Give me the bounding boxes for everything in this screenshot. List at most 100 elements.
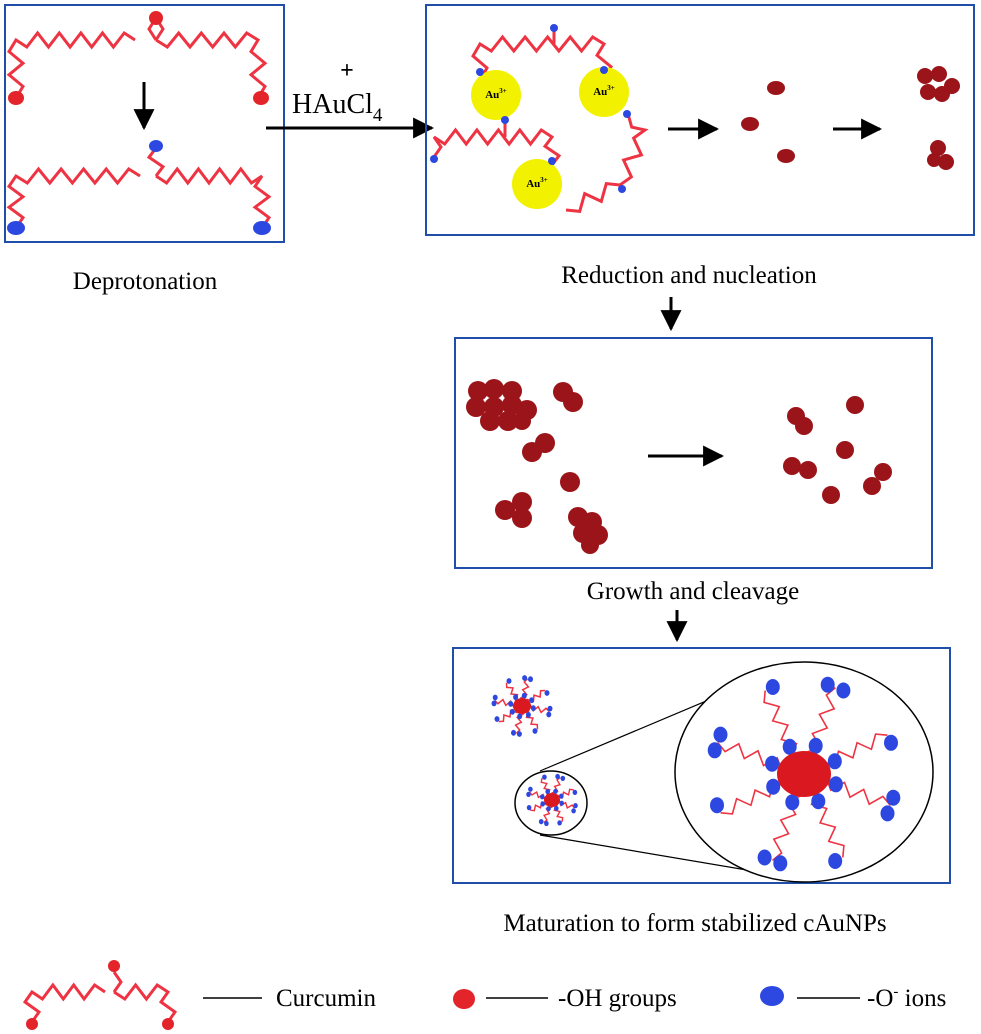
gold-nanoparticle [822,486,840,504]
o-ion-dot [554,805,559,812]
gold-nucleus [931,66,947,82]
o-ion-dot [501,116,509,124]
o-ion-dot [508,701,514,707]
gold-nanoparticle [863,477,881,495]
gold-nanoparticle [468,381,488,401]
o-ion-dot [600,66,608,74]
gold-nanoparticle [581,536,599,554]
o-ion-dot [532,728,538,734]
gold-nanoparticle [498,411,518,431]
oh-group-dot [8,91,24,105]
gold-ion-label: Au3+ [526,176,548,190]
o-ion-dot [573,803,578,809]
gold-nucleus [934,86,950,102]
curcumin-molecule-protonated [6,11,269,105]
o-ion-dot [528,786,533,792]
o-ion-dot [544,690,550,696]
gold-nanoparticle [836,441,854,459]
o-ion-dot [149,140,163,152]
gold-nucleus [938,154,954,170]
o-ion-dot [572,789,578,796]
o-ion-dot [526,791,531,798]
o-ion-dot [253,221,271,235]
o-ion-dot [547,705,553,712]
reduction-panel [425,4,975,236]
gold-core [777,751,831,797]
o-ion-dot [757,849,772,866]
o-ion-dot [516,731,522,737]
o-ion-dot [550,24,558,32]
gold-aggregates [466,379,608,554]
growth-caption: Growth and cleavage [587,578,799,605]
oh-group-dot [108,960,120,972]
gold-nanoparticle [563,392,583,412]
o-ion-dot [785,794,800,811]
o-ion-dot [880,805,895,822]
o-ion-dot [513,694,519,701]
o-ion-dot [773,855,788,872]
o-ion-dot [546,806,551,812]
gold-ion [579,67,629,117]
deprotonation-caption: Deprotonation [73,268,218,295]
gold-nucleus [930,140,946,156]
gold-nanoparticle [522,442,542,462]
gold-atom [777,149,795,163]
oh-group-legend-dot [453,989,475,1009]
o-ion-dot [884,734,898,751]
stabilized-nanoparticle-small [491,675,553,737]
gold-core [513,698,531,714]
o-ion-dot [555,773,560,780]
o-ion-dot [548,157,556,165]
o-ion-dot [544,820,549,827]
maturation-panel [452,647,951,884]
gold-nanoparticle [846,396,864,414]
o-ion-dot [529,697,535,704]
o-ion-dot [765,679,780,695]
gold-nanoparticle [480,411,500,431]
gold-nanoparticle [513,412,531,430]
gold-nanoparticle [795,417,813,435]
gold-nanoparticle [484,379,504,399]
o-ion-dot [808,737,823,754]
gold-nucleus [917,68,933,84]
cleaved-nanoparticles [783,396,892,504]
o-ion-dot [492,694,498,701]
o-ion-dot [517,713,523,720]
o-ion-dot [545,789,550,795]
o-ion-dot [553,788,558,794]
o-ion-legend-dot [760,986,784,1006]
o-ion-dot [494,716,500,722]
o-ion-dot [525,711,531,718]
gold-nanoparticle [502,381,522,401]
gold-ion-label: Au3+ [593,84,615,98]
legend-curcumin-label: Curcumin [276,985,376,1012]
growth-panel [454,337,933,569]
gold-nanoparticle [783,457,801,475]
o-ion-dot [811,793,826,810]
o-ion-dot [710,797,724,814]
gold-nanoparticle [874,463,892,481]
o-ion-dot [509,708,515,715]
curcumin-gold-complex: Au3+ Au3+ Au3+ [430,24,649,214]
gold-nanoparticle [799,461,817,479]
gold-atom [767,81,785,95]
o-ion-dot [430,155,438,163]
oh-group-dot [162,1018,174,1030]
oh-group-dot [26,1018,38,1030]
o-ion-dot [530,705,536,711]
o-ion-dot [546,711,552,718]
gold-ion [512,159,562,209]
gold-nanoparticle [512,508,532,528]
stabilized-nanoparticle-in-lens [526,773,578,827]
o-ion-dot [506,678,512,684]
gold-nanoparticle [560,472,580,492]
o-ion-dot [765,755,780,772]
o-ion-dot [528,676,533,683]
o-ion-dot [766,778,781,795]
o-ion-dot [526,805,532,811]
gold-nanoparticle [512,492,532,512]
legend-o-ion-label: -O- ions [867,984,946,1012]
deprotonation-panel [4,4,285,243]
o-ion-dot [828,776,843,793]
